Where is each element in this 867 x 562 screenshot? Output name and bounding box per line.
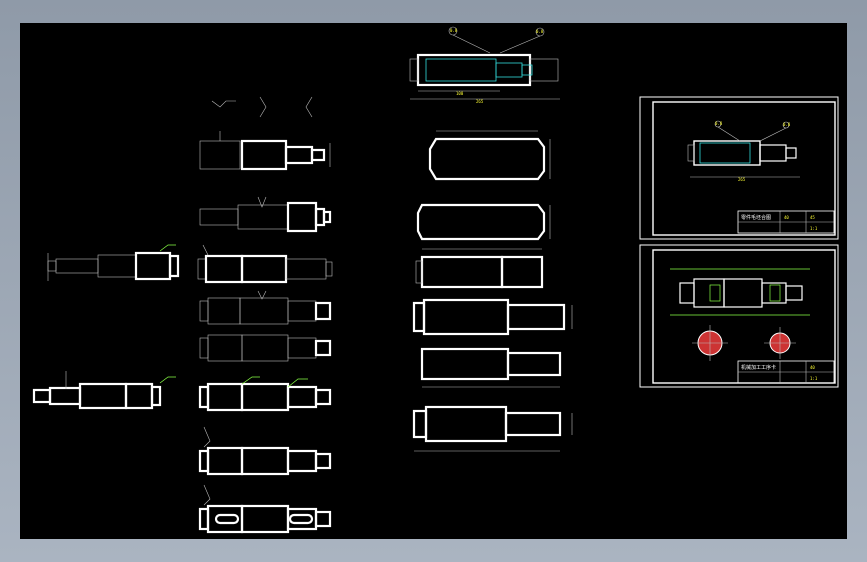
sheet1-balloon-left: 0.8 (715, 121, 723, 126)
shaft-step-1 (199, 131, 331, 171)
title-block-1-name: 零件毛坯合图 (741, 214, 771, 221)
blank-sequence (412, 130, 573, 452)
finished-shaft-a (47, 244, 180, 281)
shaft-step-3 (197, 244, 333, 284)
drawing-sheet-1: 0.8 0.8 265 零件毛坯合图 40 45 1:1 (639, 96, 839, 240)
tb1-label-2: 45 (810, 215, 815, 220)
sheet1-dim-total: 265 (738, 177, 746, 182)
tb1-label-1: 40 (784, 215, 789, 220)
title-block-1: 零件毛坯合图 40 45 1:1 (737, 210, 835, 234)
sheet1-balloon-right: 0.8 (783, 122, 791, 127)
tb2-label-1: 40 (810, 365, 815, 370)
balloon-label-left: 0.8 (450, 28, 458, 33)
balloon-label-right: 0.8 (536, 29, 544, 34)
shaft-step-7 (198, 426, 332, 476)
shaft-step-5 (199, 334, 332, 362)
shaft-step-4 (199, 290, 332, 325)
tb1-label-3: 1:1 (810, 226, 818, 231)
drawing-viewport[interactable]: 0.8 0.8 265 100 (20, 23, 847, 539)
section-view-2 (764, 327, 796, 359)
dim-seg1: 100 (456, 91, 464, 96)
shaft-step-6 (198, 376, 332, 412)
tb2-label-2: 1:1 (810, 376, 818, 381)
process-shafts-column (197, 96, 333, 534)
cad-drawing: 0.8 0.8 265 100 (32, 26, 839, 534)
title-block-2: 机械加工工序卡 40 1:1 (737, 360, 835, 384)
shaft-step-8-keyways (198, 484, 332, 534)
section-view-1 (692, 325, 728, 361)
blank-assembly-top: 0.8 0.8 265 100 (409, 26, 560, 104)
title-block-2-name: 机械加工工序卡 (741, 364, 776, 371)
dim-total: 265 (476, 99, 484, 104)
finished-shaft-b (32, 371, 176, 410)
drawing-sheet-2: 机械加工工序卡 40 1:1 (639, 244, 839, 388)
shaft-step-2 (199, 196, 332, 233)
